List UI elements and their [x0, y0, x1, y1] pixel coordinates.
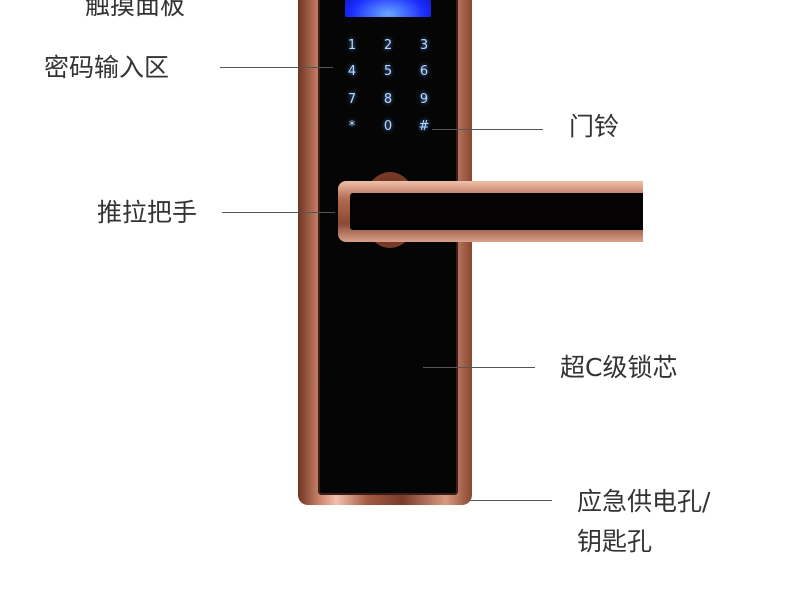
doorbell-pointer-line	[432, 129, 543, 130]
label-emergency-port: 应急供电孔/	[577, 487, 711, 516]
keypad-key[interactable]: 3	[419, 38, 429, 53]
keypad-key[interactable]: 0	[383, 119, 393, 134]
keypad-pointer-line	[220, 67, 333, 68]
label-keyhole: 钥匙孔	[577, 527, 653, 556]
label-touch-panel: 触摸面板	[85, 0, 186, 20]
keypad-key[interactable]: 9	[419, 92, 429, 107]
lock-core-pointer-line	[423, 367, 535, 368]
keypad-key[interactable]: 2	[383, 38, 393, 53]
door-handle-inlay	[350, 193, 643, 230]
keypad-key[interactable]: 1	[347, 38, 357, 53]
display-screen	[345, 0, 431, 17]
keypad-key[interactable]: 4	[347, 64, 357, 79]
emergency-pointer-line	[470, 500, 552, 501]
label-handle: 推拉把手	[97, 198, 198, 227]
keypad-key[interactable]: #	[418, 119, 430, 134]
handle-pointer-line	[222, 212, 335, 213]
keypad-key[interactable]: 8	[383, 92, 393, 107]
label-keypad: 密码输入区	[44, 53, 170, 82]
keypad-key[interactable]: 7	[347, 92, 357, 107]
keypad-key[interactable]: 6	[419, 64, 429, 79]
label-lock-core: 超C级锁芯	[560, 353, 678, 382]
keypad-key[interactable]: 5	[383, 64, 393, 79]
label-doorbell: 门铃	[569, 112, 620, 141]
keypad-key[interactable]: *	[348, 119, 356, 134]
